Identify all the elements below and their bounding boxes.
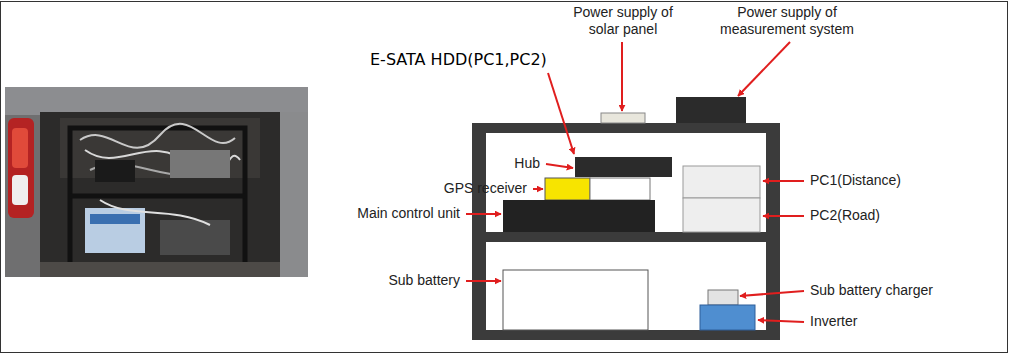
part-label: Hub: [514, 155, 540, 172]
part-label: GPS receiver: [444, 180, 527, 197]
main-control-unit: [503, 200, 655, 232]
part-label: PC2(Road): [810, 207, 880, 224]
part-label: Inverter: [810, 313, 857, 330]
inverter: [700, 305, 755, 330]
power-label: Power supply of measurement system: [712, 4, 862, 38]
power-label: Power supply of solar panel: [560, 4, 686, 38]
part-label: PC1(Distance): [810, 172, 901, 189]
part-label: Sub battery charger: [810, 282, 933, 299]
van-photo: [5, 87, 308, 277]
equipment-rack: [472, 123, 780, 340]
pc1-box: [683, 166, 760, 198]
part-label: Main control unit: [357, 205, 460, 222]
hdd-label: E-SATA HDD(PC1,PC2): [370, 50, 547, 69]
hdd-box: [575, 157, 672, 177]
battery-charger: [708, 290, 738, 305]
measurement-power-supply: [676, 97, 746, 123]
hub-box: [590, 178, 650, 200]
pc2-box: [683, 198, 760, 232]
gps-receiver: [545, 178, 590, 200]
part-label: Sub battery: [388, 272, 460, 289]
sub-battery: [503, 270, 648, 330]
solar-power-supply: [601, 113, 645, 123]
